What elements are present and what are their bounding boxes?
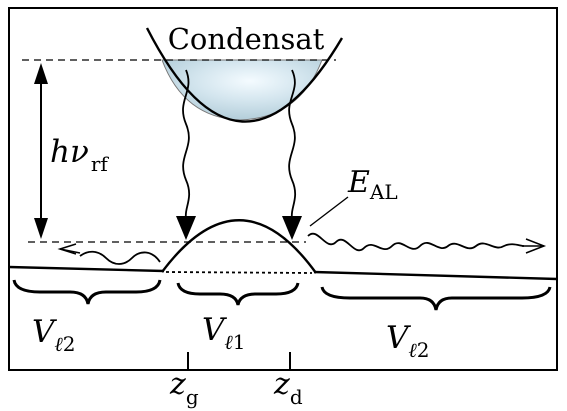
outgoing-wave-right: [307, 232, 525, 252]
potential-line-right: [313, 270, 558, 281]
zg-label: zg: [169, 367, 199, 409]
arrow-head-left: [176, 216, 196, 240]
eal-leader-line: [309, 196, 349, 227]
eal-label: EAL: [347, 165, 398, 204]
v-l1-label: Vℓ1: [202, 312, 245, 354]
outgoing-arrow-head-right: [522, 238, 547, 254]
outgoing-wave-left: [79, 250, 161, 265]
figure-frame: [8, 7, 558, 371]
v-l2-left-label: Vℓ2: [32, 314, 75, 356]
wavy-arrow-right: [288, 69, 296, 219]
wavy-arrow-left: [182, 69, 190, 219]
potential-line-left: [8, 265, 165, 273]
zd-label: zd: [273, 367, 303, 409]
brace-left: [12, 279, 162, 305]
brace-right: [320, 286, 552, 311]
rf-energy-double-arrow: [34, 63, 48, 239]
v-l2-right-label: Vℓ2: [386, 320, 429, 362]
brace-middle: [176, 282, 300, 306]
barrier-dotted-baseline: [165, 271, 313, 274]
trap-potential-curve: [145, 27, 344, 123]
condensate-label: Condensat: [168, 22, 325, 56]
outgoing-arrow-head-left: [57, 243, 81, 255]
barrier-bump: [161, 219, 317, 274]
arrow-head-right: [282, 216, 302, 240]
